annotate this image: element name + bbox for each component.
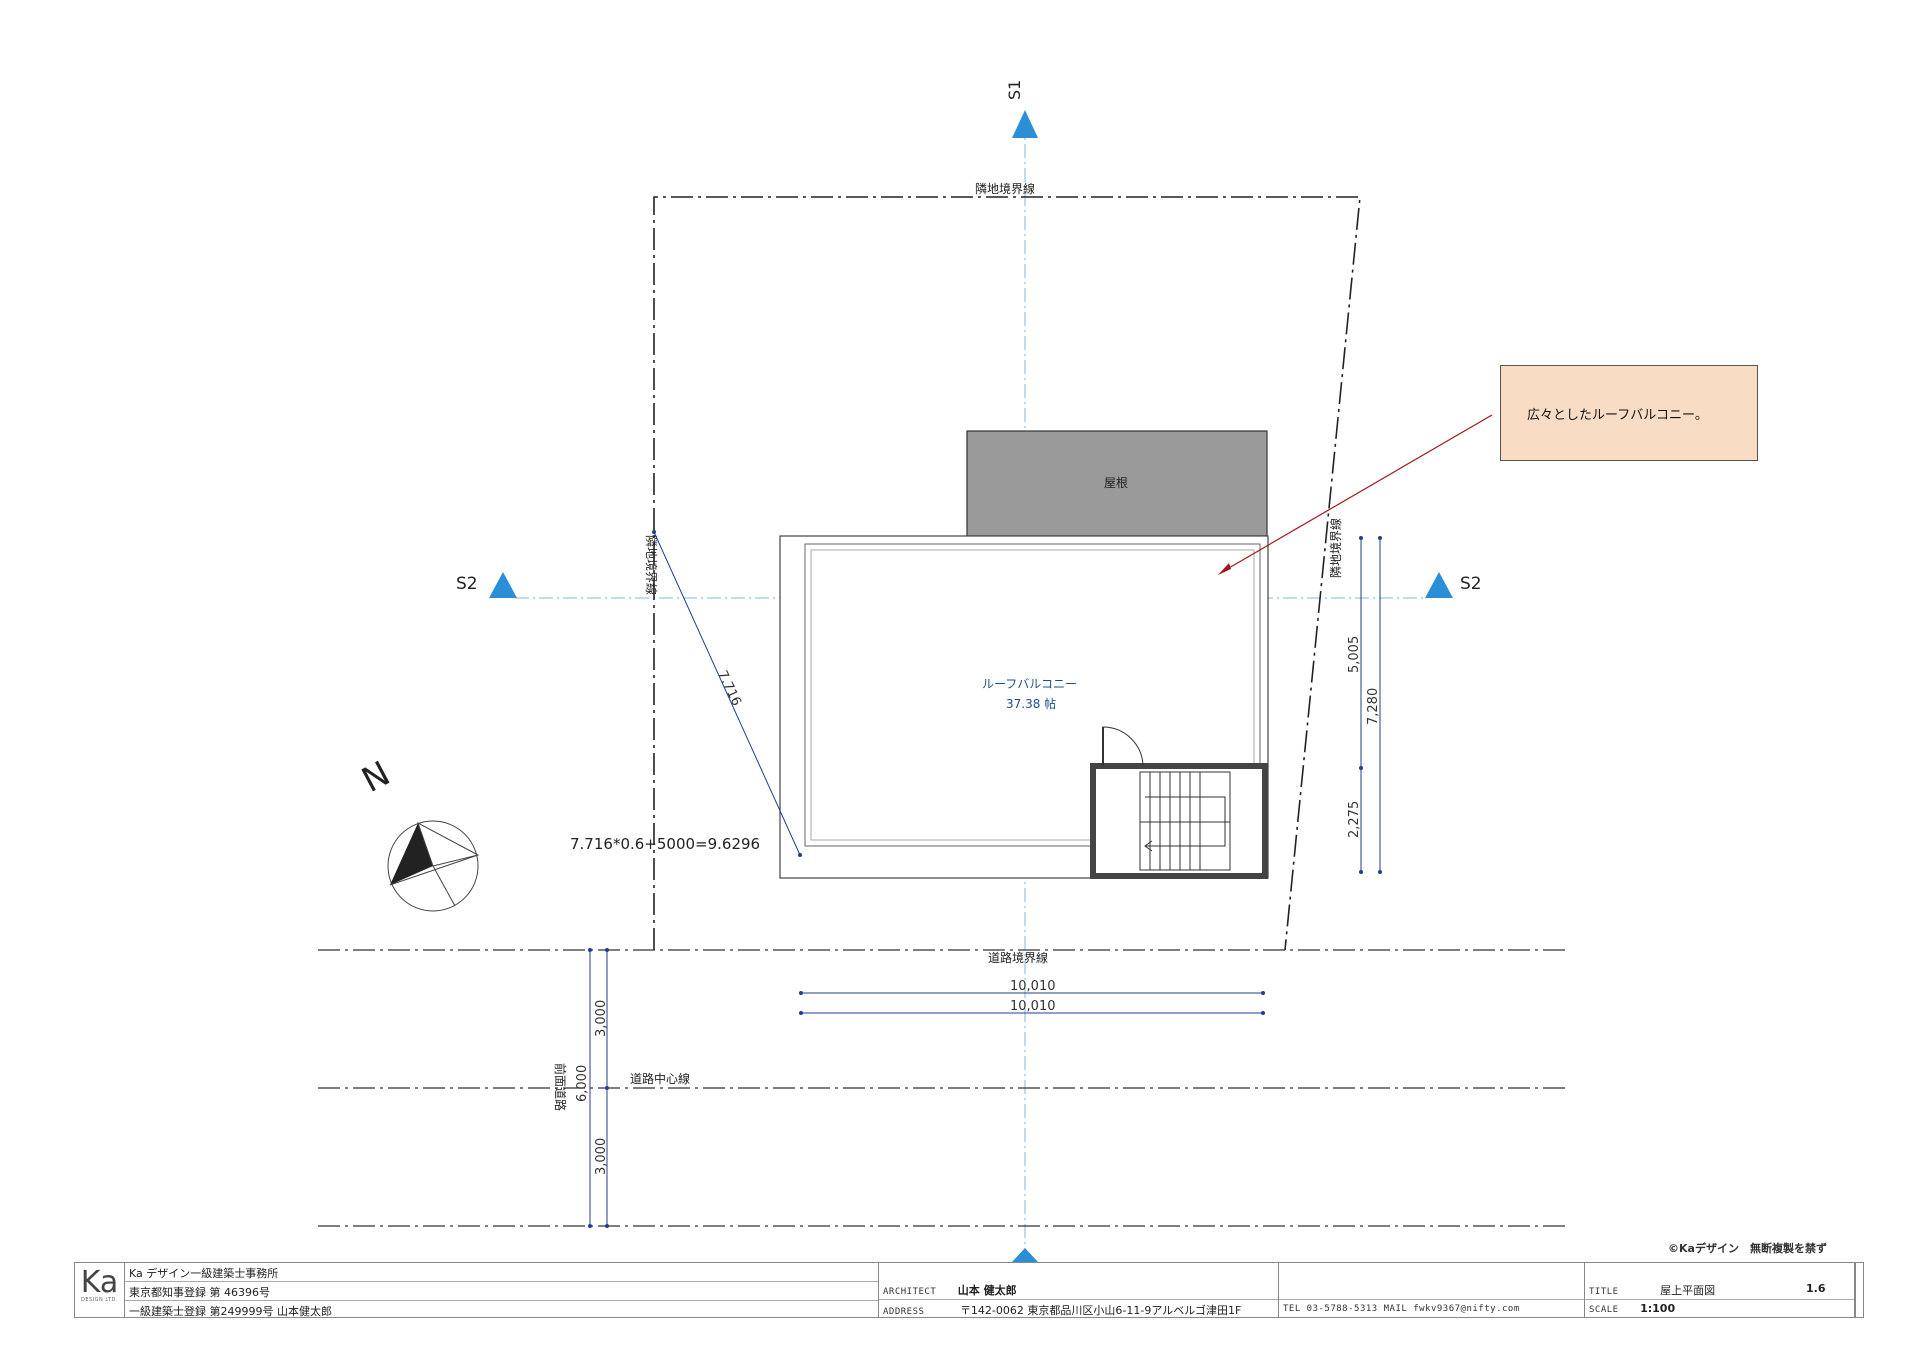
balcony-area: 37.38 帖	[1006, 696, 1056, 711]
section-marker-top-icon	[1012, 110, 1038, 138]
balcony-name: ルーフバルコニー	[982, 677, 1077, 691]
address-label: ADDRESS	[883, 1307, 925, 1317]
diagonal-line	[653, 531, 801, 856]
site-boundary	[653, 196, 1361, 951]
callout-arrowhead-icon	[1218, 563, 1231, 575]
dim-dot	[605, 1086, 609, 1090]
office-registration: 東京都知事登録 第 46396号	[129, 1286, 270, 1299]
boundary-label-left: 隣地境界線	[644, 535, 659, 595]
title-label: TITLE	[1589, 1287, 1619, 1297]
section-label-right: S2	[1460, 574, 1482, 594]
dim-dot	[799, 1011, 803, 1015]
section-marker-bottom-icon	[1012, 1248, 1038, 1262]
right-dim-lower: 2,275	[1347, 801, 1362, 838]
north-label: N	[355, 754, 396, 801]
logo-mark: Ka	[80, 1265, 119, 1300]
balcony-inner-2	[810, 549, 1255, 841]
dim-dot	[1261, 1011, 1265, 1015]
dim-dot	[798, 853, 802, 857]
setback-formula: 7.716*0.6+5000=9.6296	[570, 835, 760, 853]
dim-dot	[1378, 536, 1382, 540]
dim-dot	[588, 948, 592, 952]
dim-dot	[799, 991, 803, 995]
section-marker-right-icon	[1425, 572, 1453, 598]
road-dim-total: 6,000	[575, 1065, 590, 1102]
diagonal-length: 7.716	[714, 668, 743, 708]
boundary-label-top: 隣地境界線	[975, 181, 1035, 196]
section-label-left: S2	[456, 574, 478, 594]
dim-dot	[588, 1224, 592, 1228]
road-center-label: 道路中心線	[630, 1071, 690, 1086]
roof-label: 屋根	[1104, 476, 1128, 490]
road-boundary-label: 道路境界線	[988, 950, 1048, 965]
logo-sub: DESIGN LTD.	[81, 1297, 118, 1303]
stair-treads	[1139, 771, 1231, 871]
office-name: Ka デザイン一級建築士事務所	[129, 1267, 279, 1280]
roof-area	[966, 430, 1268, 537]
scale-label: SCALE	[1589, 1305, 1619, 1315]
drawing-title: 屋上平面図	[1660, 1284, 1716, 1297]
callout-arrow	[1221, 414, 1493, 573]
sheet-number: 1.6	[1806, 1282, 1826, 1295]
stair-door-swing	[1102, 726, 1144, 767]
drawing-title-cell: TITLE 屋上平面図 SCALE 1:100	[1585, 1263, 1855, 1317]
road-dim-upper: 3,000	[594, 1000, 609, 1037]
section-label-top: S1	[1005, 80, 1024, 100]
dim-dot	[1359, 766, 1363, 770]
dim-dot	[1261, 991, 1265, 995]
right-dim-total: 7,280	[1366, 688, 1381, 725]
stair-core	[1090, 763, 1268, 879]
right-dim-upper: 5,005	[1347, 636, 1362, 673]
drawing-scale: 1:100	[1640, 1302, 1676, 1315]
dim-dot	[605, 948, 609, 952]
dim-dot	[652, 530, 656, 534]
copyright-notice: ©Kaデザイン 無断複製を禁ず	[1668, 1242, 1827, 1255]
office-cell: Ka デザイン一級建築士事務所 東京都知事登録 第 46396号 一級建築士登録…	[125, 1263, 879, 1318]
contact-info: TEL 03-5788-5313 MAIL fwkv9367@nifty.com	[1283, 1304, 1520, 1314]
contact-cell: TEL 03-5788-5313 MAIL fwkv9367@nifty.com	[1279, 1263, 1585, 1317]
dim-dot	[605, 1224, 609, 1228]
dim-dot	[1359, 870, 1363, 874]
section-marker-left-icon	[489, 572, 517, 598]
callout-text: 広々としたルーフバルコニー。	[1527, 408, 1708, 423]
north-arrow-icon	[387, 820, 480, 912]
dim-dot	[1359, 536, 1363, 540]
title-block: Ka DESIGN LTD. Ka デザイン一級建築士事務所 東京都知事登録 第…	[74, 1262, 1864, 1318]
architect-name: 山本 健太郎	[957, 1284, 1017, 1297]
dim-dot	[1378, 870, 1382, 874]
architect-label: ARCHITECT	[883, 1287, 937, 1297]
front-road-label: 前面道路	[553, 1063, 568, 1111]
boundary-label-right: 隣地境界線	[1328, 518, 1343, 578]
road-dim-lower: 3,000	[594, 1138, 609, 1175]
architect-registration: 一級建築士登録 第249999号 山本健太郎	[129, 1305, 332, 1318]
logo: Ka DESIGN LTD.	[75, 1263, 125, 1317]
bottom-dim-1: 10,010	[1010, 979, 1056, 994]
callout-note: 広々としたルーフバルコニー。	[1500, 365, 1758, 461]
balcony-inner-1	[804, 543, 1261, 847]
bottom-dim-2: 10,010	[1010, 999, 1056, 1014]
address: 〒142-0062 東京都品川区小山6-11-9アルベルゴ津田1F	[959, 1304, 1242, 1317]
architect-cell: ARCHITECT 山本 健太郎 ADDRESS 〒142-0062 東京都品川…	[879, 1263, 1279, 1317]
